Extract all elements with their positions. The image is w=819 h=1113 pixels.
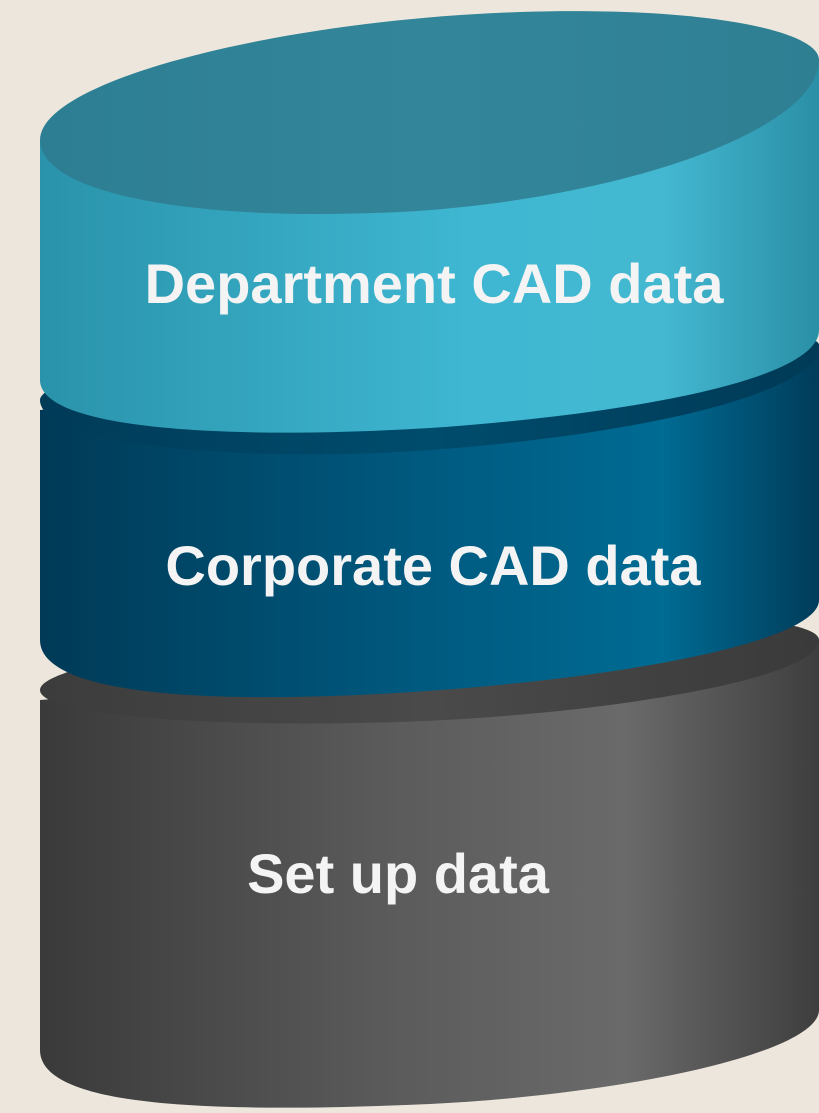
layer-department-cad-data-label: Department CAD data — [145, 252, 725, 315]
layer-corporate-cad-data-label: Corporate CAD data — [165, 534, 701, 597]
layer-set-up-data-label: Set up data — [247, 842, 550, 905]
layer-department-cad-data-top — [40, 11, 819, 215]
layer-set-up-data-body — [40, 640, 819, 1108]
layer-department-cad-data: Department CAD data — [40, 11, 819, 433]
